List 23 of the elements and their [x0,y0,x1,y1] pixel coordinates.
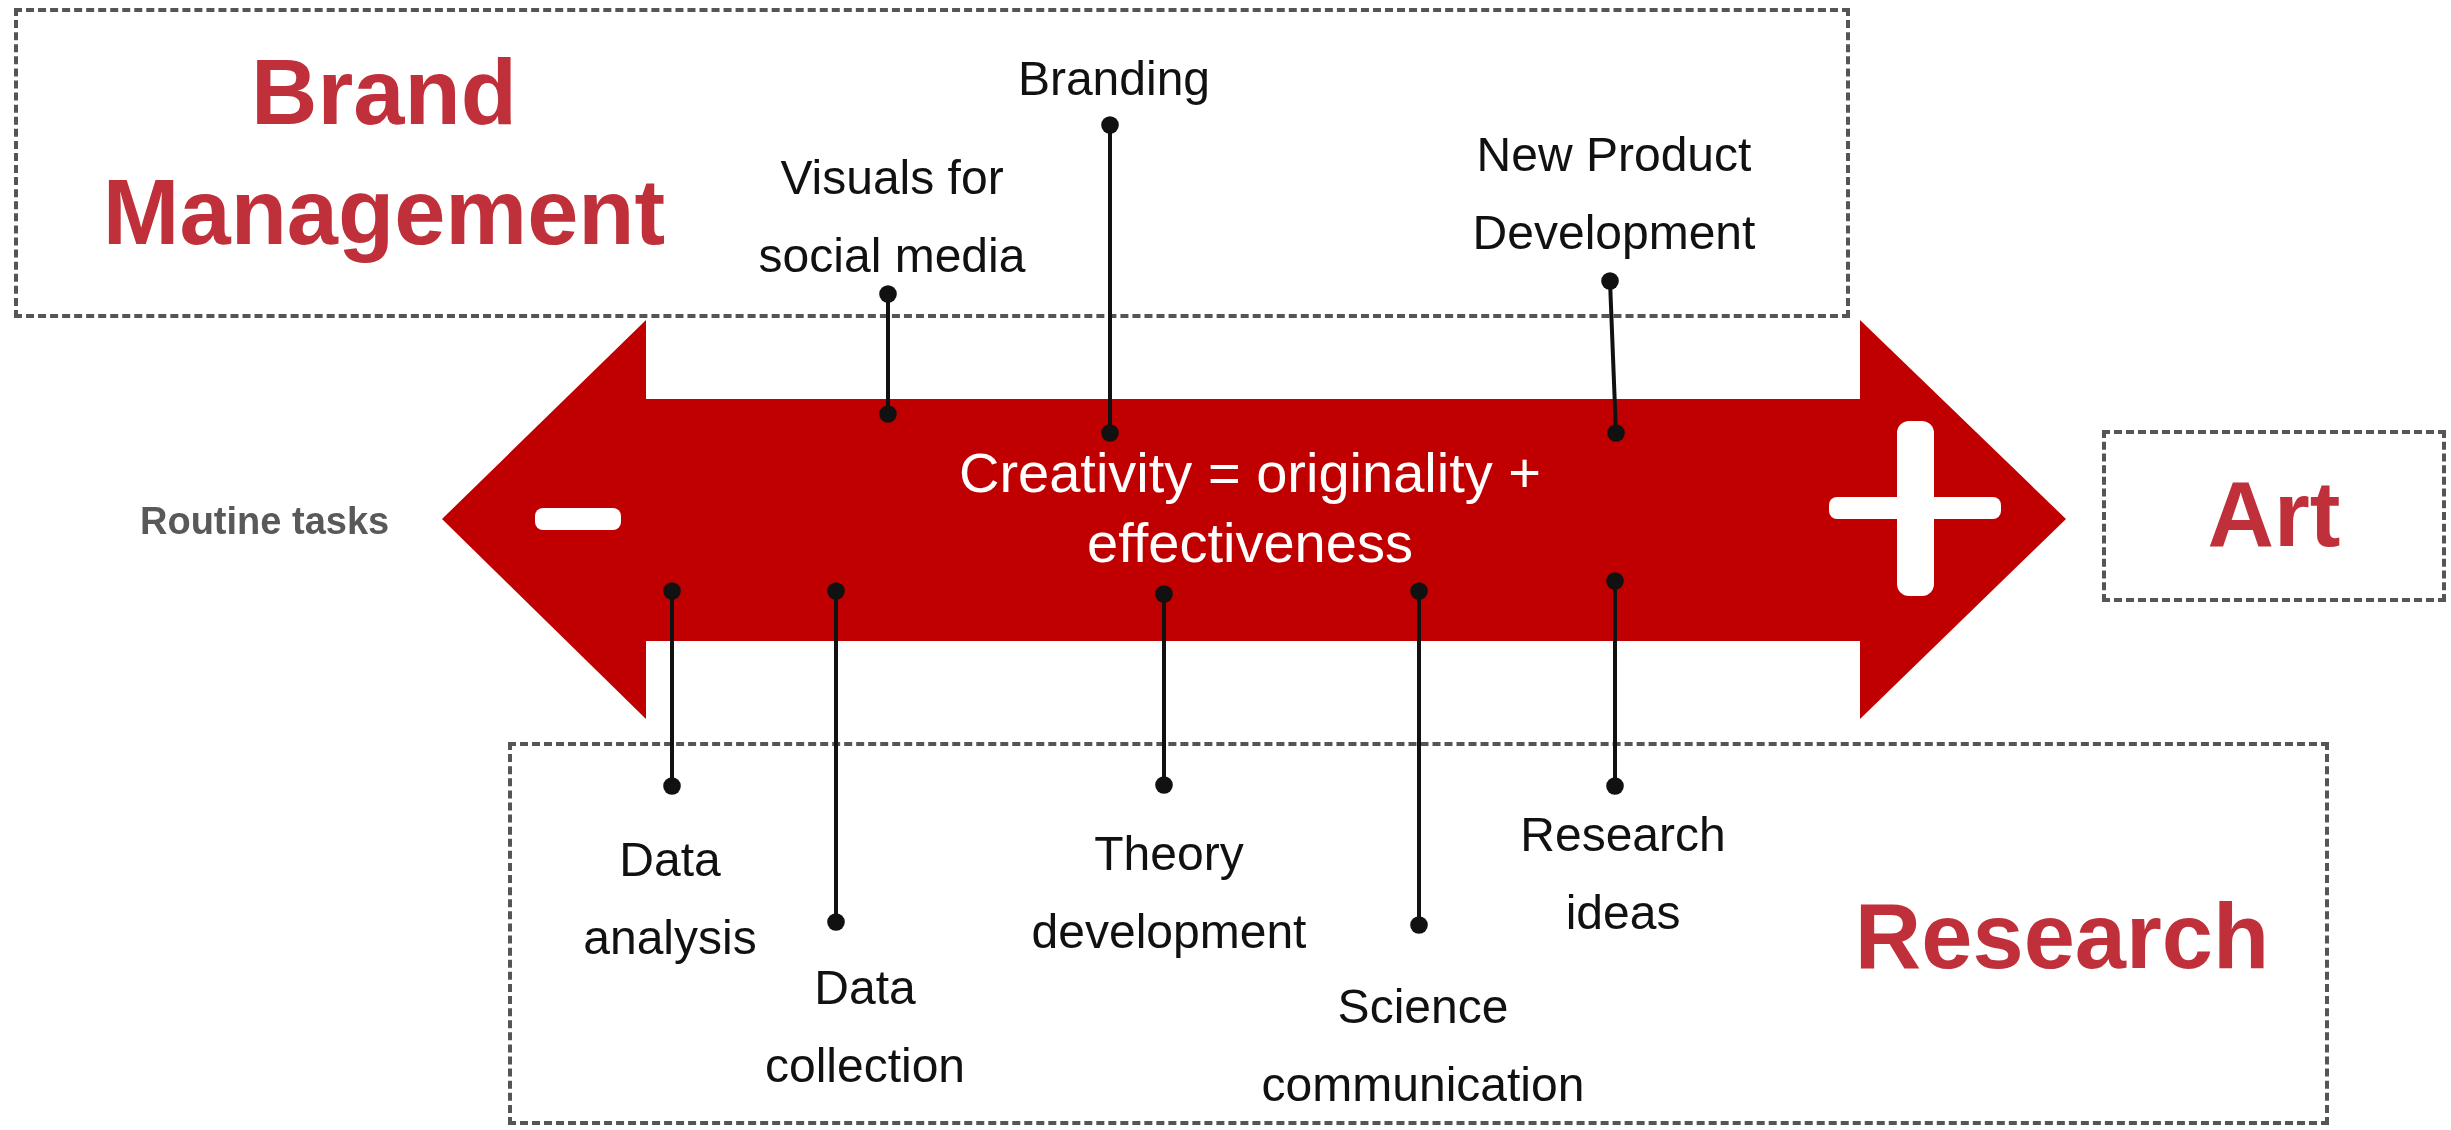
leader-line [1101,116,1119,442]
leader-line [879,285,897,423]
arrow-caption: Creativity = originality + effectiveness [958,440,1542,576]
dashed-group-box [2102,430,2446,602]
leader-line [663,582,681,795]
leader-line [1410,582,1428,934]
dashed-group-box [14,8,1850,318]
side-label: Routine tasks [140,500,390,543]
task-label: Data analysis [550,821,790,977]
group-title: Brand Management [101,40,667,265]
task-label: Science communication [1233,968,1613,1124]
leader-line [1606,572,1624,795]
leader-line [827,582,845,931]
leader-line [1155,585,1173,794]
dashed-group-box [508,742,2329,1125]
task-label: Visuals for social media [722,139,1062,295]
task-label: Theory development [994,815,1344,971]
group-title: Art [2206,462,2342,567]
task-label: New Product Development [1424,116,1804,280]
leader-line [1601,272,1625,442]
task-label: Branding [954,40,1274,124]
group-title: Research [1853,884,2271,989]
task-label: Research ideas [1488,796,1758,952]
